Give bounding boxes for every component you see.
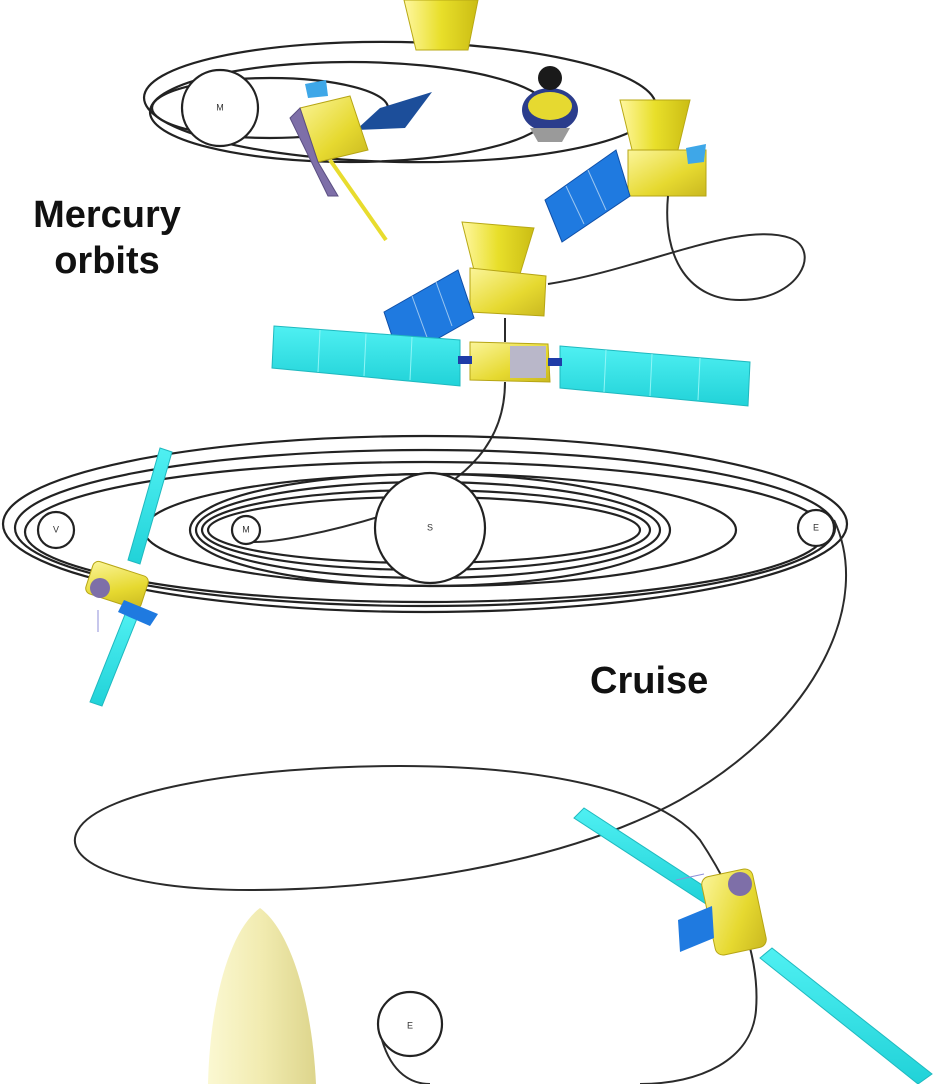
mpo-orbiter	[289, 80, 432, 242]
venus-label: V	[53, 524, 59, 534]
top-sunshield	[403, 0, 479, 51]
mercury-planet	[180, 68, 260, 148]
cruise-label: Cruise	[590, 660, 709, 702]
sun	[373, 471, 487, 585]
mmo-orbiter	[522, 66, 578, 142]
launcher-fairing	[208, 908, 316, 1084]
mercury-planet-label: M	[216, 102, 224, 112]
earth-in-orbit	[796, 508, 836, 548]
earth-label: E	[407, 1020, 413, 1030]
mercury-orbit-group: M	[142, 40, 658, 164]
composite-spacecraft-upper	[544, 99, 707, 243]
sun-label: S	[427, 522, 433, 532]
cruise-trajectory	[73, 519, 848, 1085]
cruise-stack-with-arrays	[271, 325, 751, 407]
inner-solar-orbits: S V M E	[1, 434, 849, 614]
mercury-orbits-label: Mercury orbits	[22, 192, 192, 284]
venus	[36, 510, 76, 550]
cruise-spacecraft-left	[85, 447, 173, 707]
composite-spacecraft-middle	[383, 221, 547, 361]
mercury-orbits-line-1: Mercury	[33, 194, 181, 236]
transfer-loop-trajectory	[547, 195, 806, 302]
earth	[376, 990, 444, 1058]
cruise-spacecraft-right	[573, 807, 933, 1085]
mercury-orbits-line-2: orbits	[54, 240, 160, 282]
mercury-cruise	[230, 514, 262, 546]
mercury-cruise-label: M	[242, 524, 250, 534]
earth-in-orbit-label: E	[813, 522, 819, 532]
